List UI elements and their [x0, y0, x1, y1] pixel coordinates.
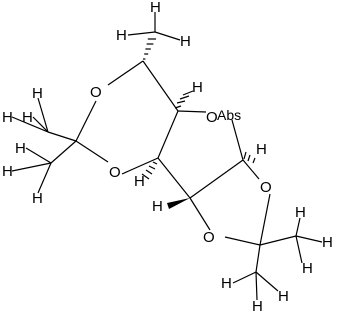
hydrogen-atom: H	[252, 298, 263, 315]
bond-lines	[11, 12, 323, 301]
hydrogen-atom: H	[15, 140, 26, 157]
hydrogen-atom: H	[192, 79, 203, 96]
hydrogen-atom: H	[2, 163, 13, 180]
oxygen-atom: O	[203, 229, 215, 246]
hydrogen-atom: H	[295, 204, 306, 221]
hydrogen-atom: H	[22, 109, 33, 126]
atom-labels: O O O O O Abs H H H H H H H H H H H H H …	[2, 0, 333, 315]
hashed-bond-c4-h	[141, 161, 158, 180]
hashed-bond-c6-methyl	[143, 38, 156, 60]
hashed-bond-c9-h	[243, 151, 256, 164]
wedge-bond-c10-h	[167, 198, 190, 209]
hydrogen-atom: H	[302, 260, 313, 277]
hydrogen-atom: H	[2, 109, 13, 126]
hydrogen-atom: H	[32, 85, 43, 102]
hashed-bond-c5-h	[174, 90, 194, 109]
hydrogen-atom: H	[32, 190, 43, 207]
stereo-label-abs: Abs	[217, 107, 241, 123]
oxygen-atom: O	[90, 84, 102, 101]
stereo-bonds	[141, 38, 256, 209]
hydrogen-atom: H	[116, 27, 127, 44]
oxygen-atom: O	[260, 179, 272, 196]
hydrogen-atom: H	[221, 275, 232, 292]
oxygen-atom: O	[109, 164, 121, 181]
hydrogen-atom: H	[152, 198, 163, 215]
hydrogen-atom: H	[256, 141, 267, 158]
hydrogen-atom: H	[180, 33, 191, 50]
oxygen-atom: O	[206, 109, 218, 126]
hydrogen-atom: H	[134, 173, 145, 190]
hydrogen-atom: H	[278, 288, 289, 305]
hydrogen-atom: H	[322, 234, 333, 251]
hydrogen-atom: H	[150, 0, 161, 16]
